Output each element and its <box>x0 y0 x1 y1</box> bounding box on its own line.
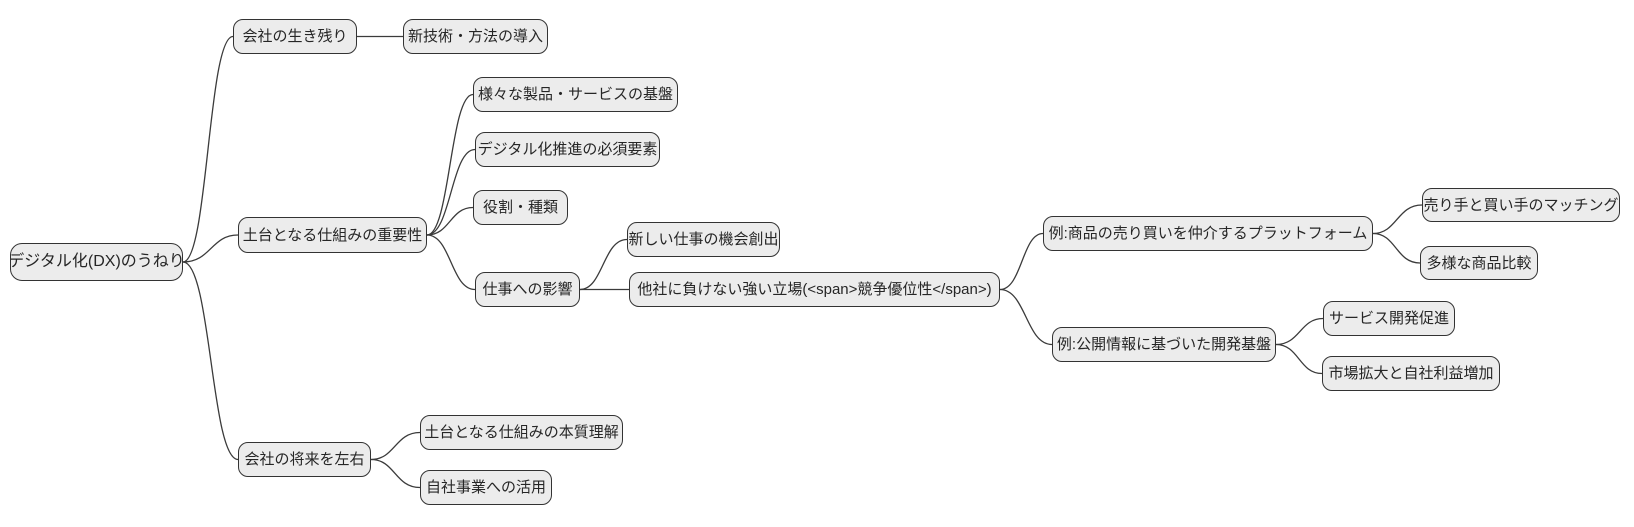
node-work-impact: 仕事への影響 <box>475 272 580 307</box>
node-survival: 会社の生き残り <box>233 19 357 54</box>
edge-workimpact-newjobs <box>579 238 628 291</box>
edge-foundation-roles <box>426 206 474 236</box>
edge-platform-compare <box>1372 232 1421 264</box>
edge-foundation-products <box>426 93 474 236</box>
node-new-jobs: 新しい仕事の機会創出 <box>627 222 780 257</box>
node-foundation: 土台となる仕組みの重要性 <box>238 217 427 253</box>
node-advantage: 他社に負けない強い立場(<span>競争優位性</span>) <box>629 272 1000 307</box>
node-products: 様々な製品・サービスの基盤 <box>473 77 678 112</box>
edge-root-future <box>182 261 239 461</box>
node-roles: 役割・種類 <box>473 190 568 225</box>
edge-future-utilize <box>370 458 421 489</box>
node-essential: デジタル化推進の必須要素 <box>475 132 660 167</box>
edge-openinfo-market <box>1275 343 1323 375</box>
node-service-dev: サービス開発促進 <box>1323 301 1455 336</box>
node-utilize: 自社事業への活用 <box>420 470 552 505</box>
node-market: 市場拡大と自社利益増加 <box>1322 356 1500 391</box>
edge-advantage-platform <box>999 232 1044 291</box>
edge-advantage-openinfo <box>999 288 1053 346</box>
node-future: 会社の将来を左右 <box>238 442 371 477</box>
node-platform: 例:商品の売り買いを仲介するプラットフォーム <box>1043 216 1373 251</box>
node-root: デジタル化(DX)のうねり <box>10 243 183 281</box>
edge-foundation-essential <box>426 148 476 236</box>
edge-future-understand <box>370 431 421 461</box>
edge-root-foundation <box>182 234 239 263</box>
edge-openinfo-servicedev <box>1275 317 1324 346</box>
edge-root-survival <box>182 35 234 263</box>
edge-foundation-workimpact <box>426 234 476 291</box>
node-matching: 売り手と買い手のマッチング <box>1422 188 1620 222</box>
node-new-tech: 新技術・方法の導入 <box>403 19 548 54</box>
node-compare: 多様な商品比較 <box>1420 246 1538 280</box>
node-understand: 土台となる仕組みの本質理解 <box>420 415 623 450</box>
edge-platform-matching <box>1372 204 1423 235</box>
node-open-info: 例:公開情報に基づいた開発基盤 <box>1052 327 1276 362</box>
